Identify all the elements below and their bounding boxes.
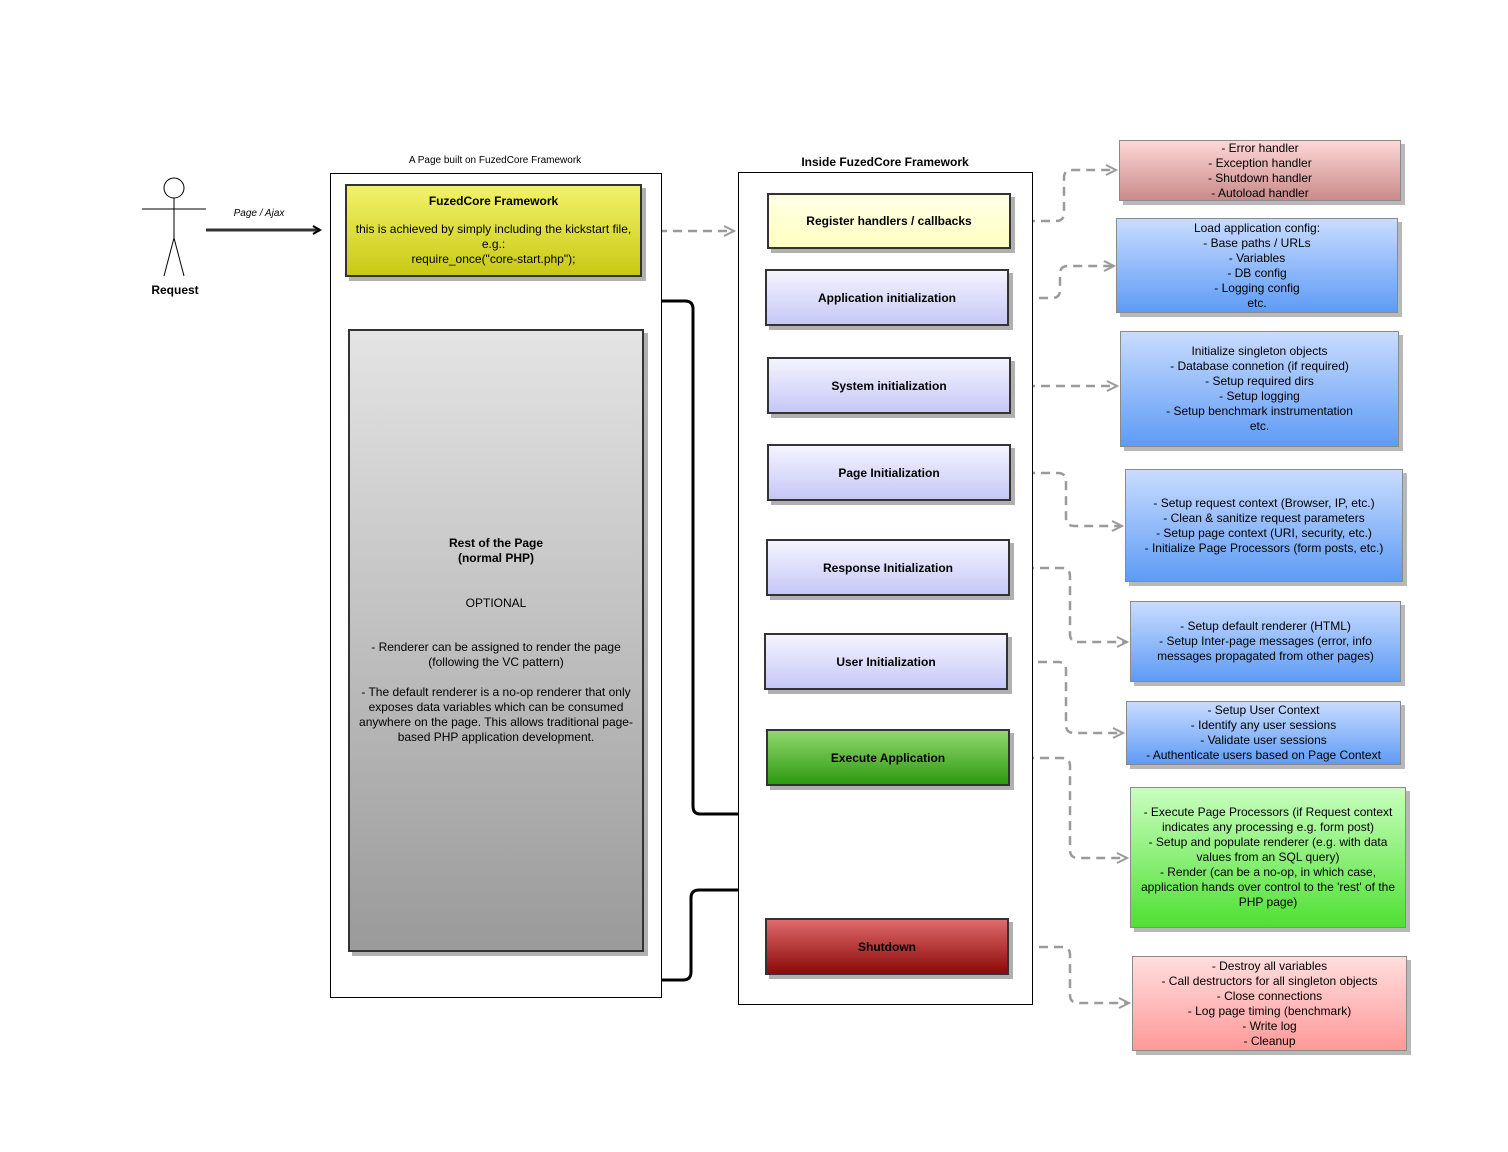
note-line: - Setup benchmark instrumentation [1166, 404, 1353, 418]
core-line: require_once("core-start.php"); [411, 252, 576, 266]
note-line: - Setup Inter-page messages (error, info [1159, 634, 1372, 648]
note-line: - Render (can be a no-op, in which case, [1159, 865, 1377, 879]
note-line: - Initialize Page Processors (form posts… [1144, 540, 1384, 555]
step-system-initialization: System initialization [767, 357, 1011, 414]
note-line: - Identify any user sessions [1190, 718, 1337, 732]
note-connector [1010, 756, 1127, 858]
step-execute-application: Execute Application [766, 729, 1010, 786]
note-application-config: Load application config: - Base paths / … [1116, 218, 1398, 313]
fuzedcore-framework-box: FuzedCore Framework this is achieved by … [345, 184, 642, 277]
note-line: Load application config: [1193, 220, 1321, 235]
note-line: etc. [1247, 295, 1267, 310]
default-renderer-paragraph: - The default renderer is a no-op render… [359, 685, 633, 745]
renderer-paragraph: - Renderer can be assigned to render the… [371, 640, 621, 670]
note-line: - Clean & sanitize request parameters [1163, 510, 1365, 525]
note-line: PHP page) [1238, 895, 1298, 909]
note-connector [1010, 566, 1127, 642]
note-line: - Cleanup [1243, 1033, 1296, 1048]
rest-line: - Renderer can be assigned to render the… [371, 640, 621, 654]
note-handlers: - Error handler - Exception handler - Sh… [1119, 140, 1401, 201]
note-page-init: - Setup request context (Browser, IP, et… [1125, 469, 1403, 582]
note-line: messages propagated from other pages) [1157, 649, 1374, 663]
step-shutdown: Shutdown [765, 918, 1009, 975]
right-frame-caption: Inside FuzedCore Framework [801, 155, 969, 169]
rest-line: exposes data variables which can be cons… [368, 700, 624, 714]
core-line: this is achieved by simply including the… [355, 222, 632, 236]
note-line: - Setup page context (URI, security, etc… [1156, 525, 1372, 540]
note-line: - Base paths / URLs [1203, 235, 1311, 250]
rest-line: (following the VC pattern) [428, 655, 564, 669]
note-user-init: - Setup User Context - Identify any user… [1126, 701, 1401, 765]
rest-title-line: (normal PHP) [457, 551, 534, 565]
note-line: - Setup request context (Browser, IP, et… [1153, 495, 1375, 510]
note-system-init: Initialize singleton objects - Database … [1120, 331, 1399, 447]
note-connector [1011, 170, 1116, 223]
note-line: - Shutdown handler [1207, 170, 1313, 185]
step-user-initialization: User Initialization [764, 633, 1008, 690]
step-page-initialization: Page Initialization [767, 444, 1011, 501]
actor-figure [142, 177, 206, 277]
step-response-initialization: Response Initialization [766, 539, 1010, 596]
note-line: - Exception handler [1208, 155, 1312, 170]
left-frame-caption: A Page built on FuzedCore Framework [408, 155, 582, 166]
note-execute-application: - Execute Page Processors (if Request co… [1130, 787, 1406, 928]
note-line: - Authenticate users based on Page Conte… [1146, 748, 1381, 762]
note-line: application hands over control to the 'r… [1140, 880, 1396, 894]
note-line: - Log page timing (benchmark) [1187, 1003, 1352, 1018]
rest-of-page-box: Rest of the Page (normal PHP) OPTIONAL -… [348, 329, 644, 952]
rest-line: anywhere on the page. This allows tradit… [359, 715, 633, 729]
rest-title-line: Rest of the Page [448, 536, 544, 550]
rest-line: - The default renderer is a no-op render… [361, 685, 631, 699]
note-connector [1008, 660, 1123, 733]
actor-label: Request [151, 283, 199, 297]
fuzedcore-framework-description: this is achieved by simply including the… [356, 222, 631, 267]
note-line: - Setup default renderer (HTML) [1180, 619, 1351, 633]
note-line: - DB config [1227, 265, 1287, 280]
note-line: - Setup User Context [1207, 703, 1320, 717]
note-line: - Logging config [1214, 280, 1300, 295]
note-line: Initialize singleton objects [1191, 344, 1328, 358]
note-line: etc. [1249, 419, 1270, 433]
note-line: - Destroy all variables [1211, 958, 1328, 973]
note-line: - Error handler [1221, 140, 1299, 155]
rest-line: based PHP application development. [397, 730, 595, 744]
note-line: - Call destructors for all singleton obj… [1161, 973, 1378, 988]
note-line: - Autoload handler [1211, 185, 1309, 200]
note-line: values from an SQL query) [1196, 850, 1340, 864]
note-line: - Validate user sessions [1200, 733, 1327, 747]
rest-of-page-title: Rest of the Page (normal PHP) [449, 536, 543, 566]
note-connector [1009, 266, 1114, 300]
fuzedcore-framework-title: FuzedCore Framework [428, 194, 559, 208]
note-line: - Variables [1228, 250, 1286, 265]
note-line: - Execute Page Processors (if Request co… [1143, 805, 1393, 819]
note-line: - Close connections [1216, 988, 1323, 1003]
request-arrow-label: Page / Ajax [233, 208, 285, 219]
note-response-init: - Setup default renderer (HTML) - Setup … [1130, 601, 1401, 682]
note-line: - Setup logging [1219, 389, 1300, 403]
step-application-initialization: Application initialization [765, 269, 1009, 326]
note-line: - Write log [1242, 1018, 1297, 1033]
core-line: e.g.: [481, 237, 506, 251]
note-line: indicates any processing e.g. form post) [1161, 820, 1375, 834]
note-connector [1011, 471, 1122, 526]
step-register-handlers: Register handlers / callbacks [767, 193, 1011, 249]
note-shutdown: - Destroy all variables - Call destructo… [1132, 956, 1407, 1051]
note-line: - Database connetion (if required) [1170, 359, 1349, 373]
note-line: - Setup and populate renderer (e.g. with… [1148, 835, 1388, 849]
note-line: - Setup required dirs [1205, 374, 1314, 388]
optional-label: OPTIONAL [465, 596, 527, 610]
